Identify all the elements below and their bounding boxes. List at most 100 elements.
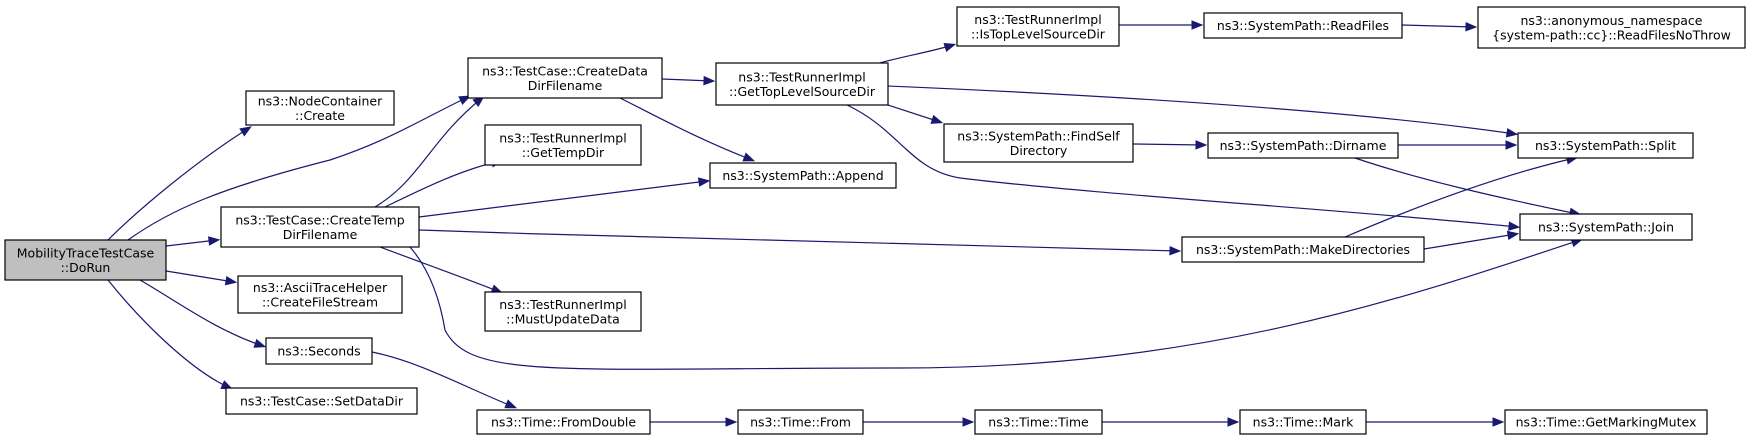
node-box[interactable]: [220, 206, 420, 248]
arrowhead: [1492, 417, 1505, 427]
node-box[interactable]: [709, 162, 897, 189]
edge-line: [165, 270, 235, 283]
node-box[interactable]: [225, 387, 418, 415]
edge-timemark-to-markingmutex: [1366, 417, 1505, 427]
node-box[interactable]: [943, 123, 1134, 163]
node-append[interactable]: ns3::SystemPath::Append: [709, 162, 897, 189]
node-box[interactable]: [974, 409, 1103, 435]
node-label: ns3::SystemPath::Split: [1535, 138, 1676, 153]
nodes-layer: MobilityTraceTestCase::DoRun ns3::NodeCon…: [4, 6, 1746, 435]
edge-line: [371, 351, 515, 408]
edge-createdata-to-gettoplevel: [661, 75, 716, 86]
edge-seconds-to-fromdouble: [371, 351, 518, 409]
node-label: ns3::Time::Mark: [1253, 415, 1354, 430]
edge-dorun-to-createtemp: [165, 236, 221, 247]
node-box[interactable]: [1203, 12, 1403, 39]
node-gettoplevel[interactable]: ns3::TestRunnerImpl::GetTopLevelSourceDi…: [715, 62, 889, 106]
edge-line: [165, 239, 218, 247]
edge-line: [409, 239, 1581, 370]
node-istoplevel[interactable]: ns3::TestRunnerImpl::IsTopLevelSourceDir: [956, 6, 1120, 47]
node-readfilesnothrow[interactable]: ns3::anonymous_namespace{system-path::cc…: [1477, 6, 1746, 49]
node-mustupdate[interactable]: ns3::TestRunnerImpl::MustUpdateData: [484, 291, 642, 332]
node-box[interactable]: [956, 6, 1120, 47]
node-box[interactable]: [1504, 409, 1708, 435]
arrowhead: [703, 75, 716, 86]
edge-gettoplevel-to-split: [887, 85, 1519, 138]
node-box[interactable]: [484, 124, 642, 166]
edge-createtemp-to-join: [409, 238, 1584, 370]
node-timetime[interactable]: ns3::Time::Time: [974, 409, 1103, 435]
node-box[interactable]: [265, 337, 373, 365]
node-box[interactable]: [1239, 409, 1367, 435]
edge-gettoplevel-to-istoplevel: [879, 42, 957, 64]
edge-line: [1132, 143, 1205, 146]
arrowhead: [943, 42, 957, 53]
edge-line: [1423, 233, 1517, 250]
node-label: ns3::SystemPath::Append: [722, 168, 883, 183]
node-label: ns3::Time::FromDouble: [491, 415, 636, 430]
node-join[interactable]: ns3::SystemPath::Join: [1519, 213, 1693, 241]
node-box[interactable]: [1519, 213, 1693, 241]
node-seconds[interactable]: ns3::Seconds: [265, 337, 373, 365]
node-nodecontainer[interactable]: ns3::NodeContainer::Create: [245, 90, 395, 126]
node-readfiles[interactable]: ns3::SystemPath::ReadFiles: [1203, 12, 1403, 39]
arrowhead: [224, 275, 238, 286]
edge-istoplevel-to-readfiles: [1119, 20, 1204, 30]
arrowhead: [725, 417, 738, 427]
node-box[interactable]: [476, 409, 651, 435]
node-makedirs[interactable]: ns3::SystemPath::MakeDirectories: [1181, 236, 1425, 263]
node-box[interactable]: [245, 90, 395, 126]
node-label: DirFilename: [283, 227, 358, 242]
node-dirname[interactable]: ns3::SystemPath::Dirname: [1207, 132, 1399, 159]
node-timefrom[interactable]: ns3::Time::From: [737, 409, 864, 435]
node-fromdouble[interactable]: ns3::Time::FromDouble: [476, 409, 651, 435]
node-box[interactable]: [715, 62, 889, 106]
node-label: ::GetTopLevelSourceDir: [729, 84, 876, 99]
node-timemark[interactable]: ns3::Time::Mark: [1239, 409, 1367, 435]
edge-fromdouble-to-timefrom: [650, 417, 738, 427]
edge-line: [1344, 157, 1576, 238]
node-box[interactable]: [237, 275, 403, 314]
node-dorun[interactable]: MobilityTraceTestCase::DoRun: [4, 239, 167, 281]
arrowhead: [1195, 140, 1208, 150]
arrowhead: [1227, 417, 1240, 427]
node-box[interactable]: [4, 239, 167, 281]
node-label: ns3::Time::Time: [988, 415, 1089, 430]
edge-line: [139, 279, 264, 347]
edge-line: [846, 104, 1518, 228]
edge-line: [384, 160, 501, 208]
node-label: MobilityTraceTestCase: [17, 245, 155, 260]
node-label: ns3::SystemPath::ReadFiles: [1217, 18, 1389, 33]
node-label: ns3::anonymous_namespace: [1521, 13, 1703, 28]
node-gettempdir[interactable]: ns3::TestRunnerImpl::GetTempDir: [484, 124, 642, 166]
node-box[interactable]: [1181, 236, 1425, 263]
edge-gettoplevel-to-join: [846, 104, 1521, 231]
edge-line: [107, 127, 250, 241]
node-split[interactable]: ns3::SystemPath::Split: [1517, 132, 1694, 159]
node-asciitrace[interactable]: ns3::AsciiTraceHelper::CreateFileStream: [237, 275, 403, 314]
edge-timetime-to-timemark: [1102, 417, 1240, 427]
node-box[interactable]: [1517, 132, 1694, 159]
arrowhead: [742, 152, 756, 162]
node-label: ns3::AsciiTraceHelper: [253, 280, 388, 295]
node-label: ::DoRun: [61, 260, 111, 275]
node-setdatadir[interactable]: ns3::TestCase::SetDataDir: [225, 387, 418, 415]
node-box[interactable]: [1477, 6, 1746, 49]
edge-createdata-to-append: [619, 97, 756, 162]
arrowhead: [1505, 128, 1519, 138]
node-label: ns3::TestCase::CreateTemp: [235, 212, 404, 227]
node-label: ::GetTempDir: [522, 145, 605, 160]
node-box[interactable]: [737, 409, 864, 435]
node-box[interactable]: [484, 291, 642, 332]
node-markingmutex[interactable]: ns3::Time::GetMarkingMutex: [1504, 409, 1708, 435]
node-box[interactable]: [1207, 132, 1399, 159]
edge-createtemp-to-makedirs: [418, 229, 1182, 256]
node-box[interactable]: [467, 57, 663, 99]
node-label: ns3::SystemPath::FindSelf: [957, 128, 1120, 143]
node-label: ns3::TestRunnerImpl: [499, 297, 626, 312]
edge-gettoplevel-to-findself: [887, 104, 944, 124]
